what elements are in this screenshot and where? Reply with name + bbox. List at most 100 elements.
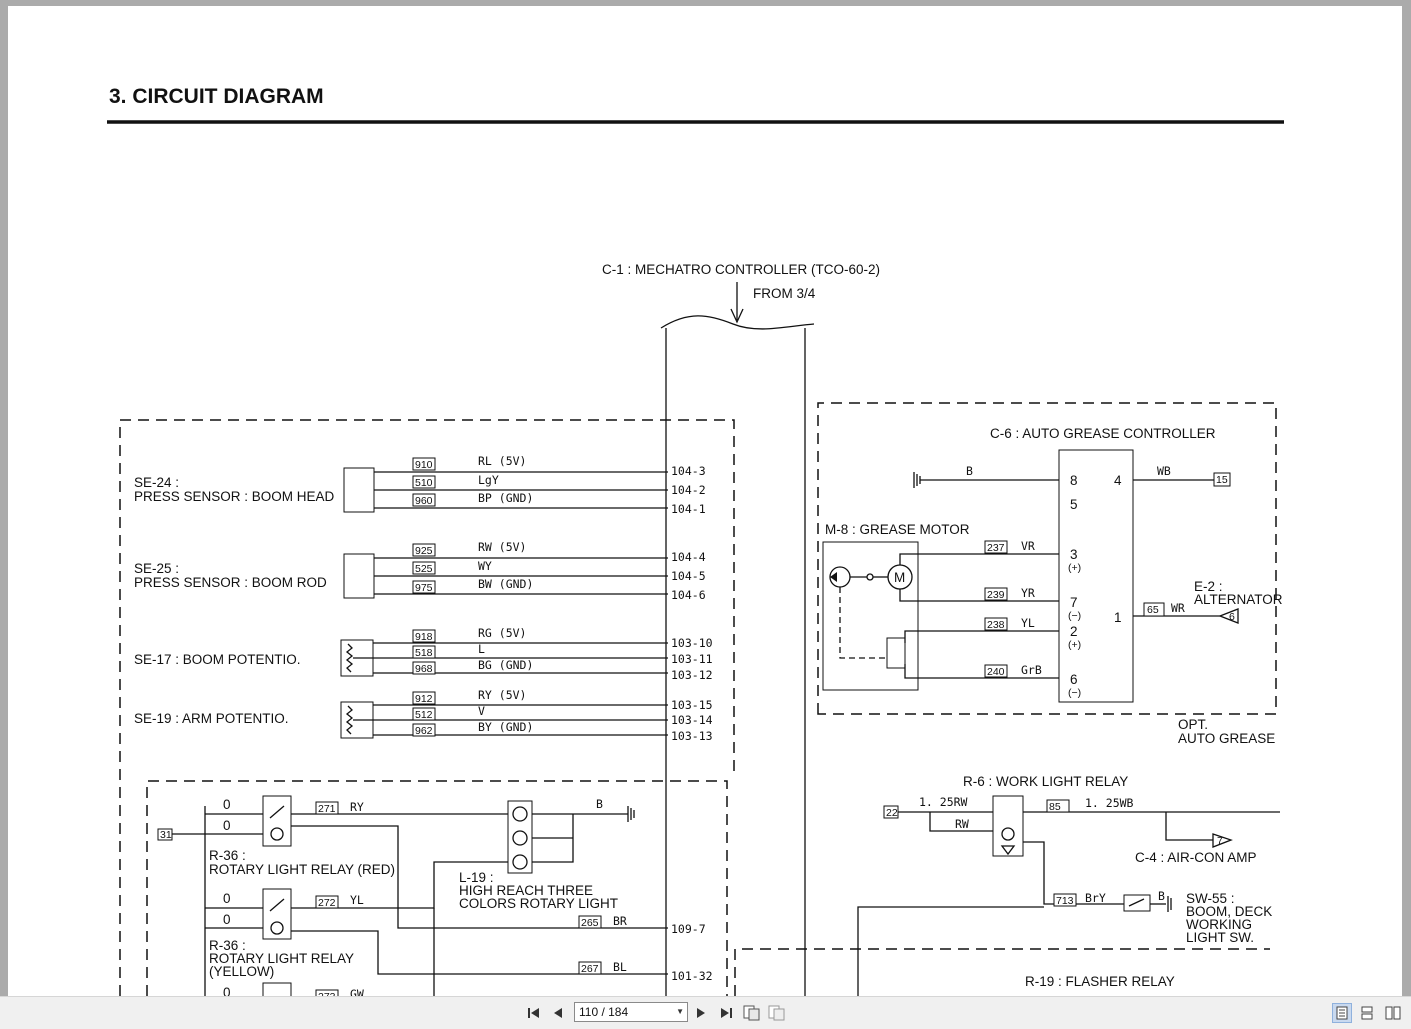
svg-text:1. 25RW: 1. 25RW (919, 795, 968, 809)
svg-text:925: 925 (415, 545, 433, 557)
se19-resistor (345, 705, 354, 735)
last-page-icon[interactable] (716, 1003, 736, 1023)
se24-label: SE-24 : (134, 475, 179, 490)
svg-text:109-7: 109-7 (671, 922, 706, 936)
svg-text:975: 975 (415, 582, 433, 594)
page-indicator: 110 / 184 (579, 1005, 629, 1019)
svg-text:WR: WR (1171, 601, 1185, 615)
viewer-toolbar: 110 / 184 ▼ (0, 996, 1411, 1029)
rotary-light-label-3: COLORS ROTARY LIGHT (459, 896, 618, 911)
svg-text:265: 265 (581, 917, 599, 929)
svg-text:0: 0 (223, 818, 231, 833)
page-title: 3. CIRCUIT DIAGRAM (109, 85, 324, 108)
svg-text:YL: YL (350, 893, 364, 907)
relay-red-label-2: ROTARY LIGHT RELAY (RED) (209, 862, 395, 877)
svg-text:103-15: 103-15 (671, 698, 713, 712)
grease-controller-box (1058, 449, 1134, 703)
svg-text:103-11: 103-11 (671, 652, 713, 666)
svg-text:1. 25WB: 1. 25WB (1085, 796, 1134, 810)
switch-icon (1123, 894, 1151, 912)
svg-text:WB: WB (1157, 464, 1171, 478)
svg-text:M: M (894, 570, 905, 585)
svg-text:GrB: GrB (1021, 663, 1042, 677)
svg-text:6: 6 (1229, 611, 1235, 623)
svg-text:273: 273 (318, 991, 336, 996)
ground-icon-2 (627, 806, 635, 822)
svg-text:918: 918 (415, 631, 433, 643)
alternator-label: E-2 : (1194, 579, 1223, 594)
svg-text:103-14: 103-14 (671, 713, 713, 727)
svg-text:WY: WY (478, 559, 492, 573)
svg-text:267: 267 (581, 963, 599, 975)
svg-text:3: 3 (1070, 547, 1078, 562)
single-page-icon[interactable] (1332, 1003, 1352, 1023)
svg-text:B: B (1158, 889, 1165, 903)
chevron-down-icon[interactable]: ▼ (676, 1007, 684, 1016)
sensor-frame (119, 419, 735, 996)
se17-resistor (345, 643, 354, 673)
svg-text:BW (GND): BW (GND) (478, 577, 533, 591)
svg-text:0: 0 (223, 797, 231, 812)
svg-text:1: 1 (1114, 610, 1122, 625)
svg-text:8: 8 (1070, 473, 1078, 488)
svg-text:YL: YL (1021, 616, 1035, 630)
svg-text:512: 512 (415, 709, 433, 721)
se19-label: SE-19 : ARM POTENTIO. (134, 711, 289, 726)
svg-text:BrY: BrY (1085, 891, 1106, 905)
grease-frame (817, 402, 1277, 715)
grease-motor-label: M-8 : GREASE MOTOR (825, 522, 970, 537)
ground-icon-3 (1167, 896, 1172, 912)
switch-label-3: WORKING (1186, 917, 1252, 932)
svg-text:101-32: 101-32 (671, 969, 713, 983)
se17-label: SE-17 : BOOM POTENTIO. (134, 652, 301, 667)
rotary-light-label: L-19 : (459, 870, 494, 885)
circuit-diagram: 3. CIRCUIT DIAGRAM C-1 : MECHATRO CONTRO… (107, 85, 1284, 996)
svg-text:4: 4 (1114, 473, 1122, 488)
svg-text:713: 713 (1056, 895, 1074, 907)
svg-text:104-4: 104-4 (671, 550, 706, 564)
svg-text:65: 65 (1147, 604, 1159, 616)
aircon-arrow-icon (1212, 833, 1233, 848)
svg-text:910: 910 (415, 459, 433, 471)
work-light-relay-icon (992, 795, 1024, 857)
svg-text:0: 0 (223, 891, 231, 906)
grease-wire-labels: 237 239 238 240 VR YR YL GrB (984, 539, 1042, 678)
switch-label-2: BOOM, DECK (1186, 904, 1272, 919)
se19-wires: 912 512 962 RY (5V) V BY (GND) 103-15 10… (353, 688, 713, 743)
continuous-icon[interactable] (1357, 1003, 1377, 1023)
svg-text:L: L (478, 642, 485, 656)
svg-text:0: 0 (223, 912, 231, 927)
se24-wires: 910 510 960 RL (5V) LgY BP (GND) 104-3 1… (374, 454, 706, 516)
se17-wires: 918 518 968 RG (5V) L BG (GND) 103-10 10… (353, 626, 713, 682)
svg-text:GW: GW (350, 987, 364, 996)
svg-text:104-3: 104-3 (671, 464, 706, 478)
switch-label: SW-55 : (1186, 891, 1235, 906)
svg-text:525: 525 (415, 563, 433, 575)
prev-page-icon[interactable] (548, 1003, 568, 1023)
limit-switch-icon (886, 637, 906, 669)
svg-text:15: 15 (1216, 474, 1228, 486)
fit-page-icon[interactable] (742, 1003, 762, 1023)
next-page-icon[interactable] (691, 1003, 711, 1023)
svg-text:(+): (+) (1068, 639, 1081, 651)
svg-text:104-2: 104-2 (671, 483, 706, 497)
svg-text:5: 5 (1070, 497, 1078, 512)
fit-width-icon[interactable] (767, 1003, 787, 1023)
page-number-input[interactable]: 110 / 184 ▼ (574, 1002, 688, 1022)
svg-text:(+): (+) (1068, 562, 1081, 574)
svg-text:103-12: 103-12 (671, 668, 713, 682)
svg-text:962: 962 (415, 725, 433, 737)
svg-text:BL: BL (613, 960, 627, 974)
svg-text:BG (GND): BG (GND) (478, 658, 533, 672)
se25-connector (343, 553, 375, 599)
svg-text:B: B (966, 464, 973, 478)
svg-text:RW: RW (955, 817, 969, 831)
first-page-icon[interactable] (524, 1003, 544, 1023)
se25-label-desc: PRESS SENSOR : BOOM ROD (134, 575, 327, 590)
from-arrow-head (730, 308, 744, 324)
controller-label: C-1 : MECHATRO CONTROLLER (TCO-60-2) (602, 262, 880, 277)
two-page-icon[interactable] (1383, 1003, 1403, 1023)
svg-text:104-5: 104-5 (671, 569, 706, 583)
opt-label-2: AUTO GREASE (1178, 731, 1275, 746)
se25-label: SE-25 : (134, 561, 179, 576)
